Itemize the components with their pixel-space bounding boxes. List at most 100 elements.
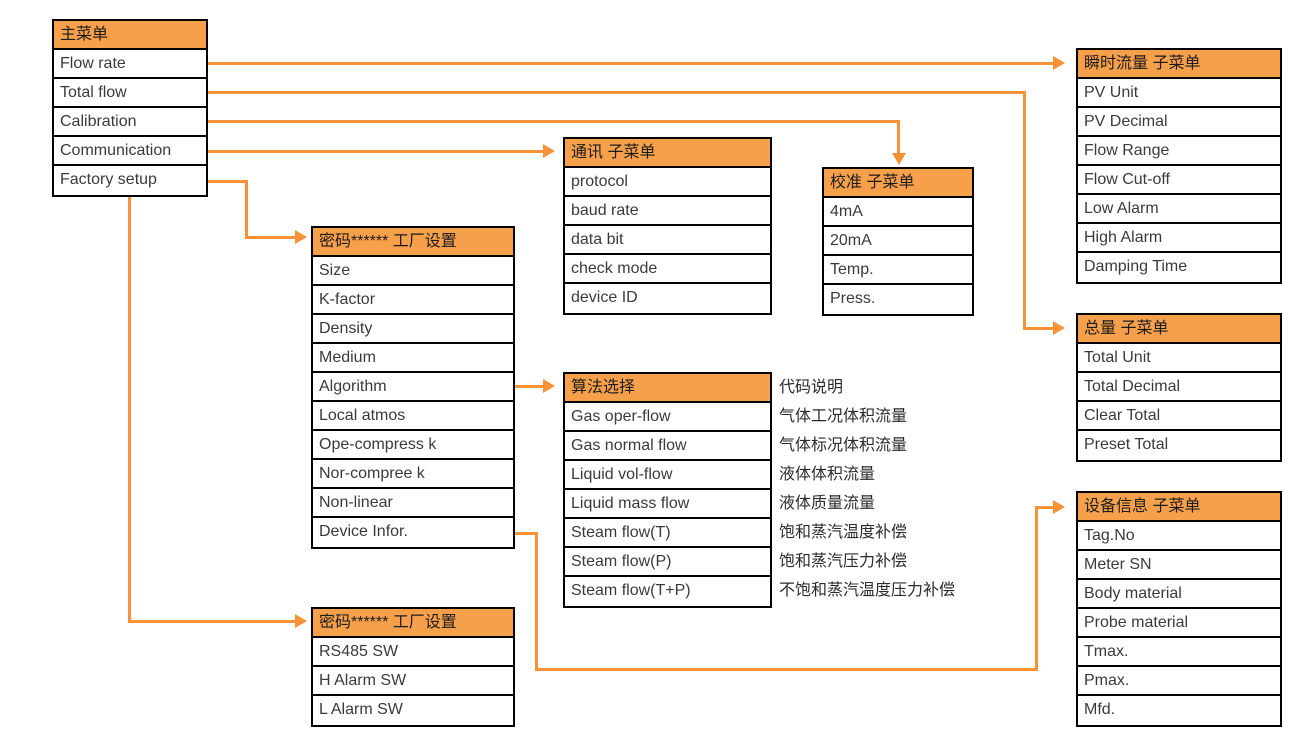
connector-total-flow-seg2	[1023, 91, 1026, 330]
connector-device-info-seg1	[513, 532, 538, 535]
calibration-item-temp[interactable]: Temp.	[824, 256, 972, 285]
total-flow-item-clear-total[interactable]: Clear Total	[1078, 402, 1280, 431]
algorithm-item-liquid-mass-flow[interactable]: Liquid mass flow	[565, 490, 770, 519]
factory-setup-item-size[interactable]: Size	[313, 257, 513, 286]
device-info-item-tmax[interactable]: Tmax.	[1078, 638, 1280, 667]
algorithm-item-gas-normal-flow[interactable]: Gas normal flow	[565, 432, 770, 461]
device-info-item-mfd[interactable]: Mfd.	[1078, 696, 1280, 725]
arrow-total-flow	[1053, 321, 1065, 335]
factory-setup-main-box: 密码****** 工厂设置 Size K-factor Density Medi…	[311, 226, 515, 549]
algorithm-item-steam-flow-t[interactable]: Steam flow(T)	[565, 519, 770, 548]
factory-setup-item-device-infor[interactable]: Device Infor.	[313, 518, 513, 547]
main-menu-item-calibration[interactable]: Calibration	[54, 108, 206, 137]
device-info-item-tag-no[interactable]: Tag.No	[1078, 522, 1280, 551]
calibration-submenu-header: 校准 子菜单	[824, 169, 972, 198]
connector-factory-setup-seg1	[208, 180, 248, 183]
total-flow-item-total-unit[interactable]: Total Unit	[1078, 344, 1280, 373]
algorithm-select-header: 算法选择	[565, 374, 770, 403]
algorithm-note-steam-flow-tp: 不饱和蒸汽温度压力补偿	[779, 582, 956, 599]
connector-factory-setup-seg2	[245, 180, 248, 239]
connector-device-info-seg3	[535, 668, 1038, 671]
flow-rate-item-low-alarm[interactable]: Low Alarm	[1078, 195, 1280, 224]
calibration-submenu-box: 校准 子菜单 4mA 20mA Temp. Press.	[822, 167, 974, 316]
device-info-item-meter-sn[interactable]: Meter SN	[1078, 551, 1280, 580]
flow-rate-item-flow-range[interactable]: Flow Range	[1078, 137, 1280, 166]
communication-submenu-box: 通讯 子菜单 protocol baud rate data bit check…	[563, 137, 772, 315]
factory-setup-switches-box: 密码****** 工厂设置 RS485 SW H Alarm SW L Alar…	[311, 607, 515, 727]
flow-rate-item-high-alarm[interactable]: High Alarm	[1078, 224, 1280, 253]
algorithm-note-liquid-vol-flow: 液体体积流量	[779, 466, 876, 483]
communication-item-protocol[interactable]: protocol	[565, 168, 770, 197]
arrow-algorithm	[543, 379, 555, 393]
connector-flow-rate	[208, 62, 1053, 65]
connector-device-info-seg4	[1035, 506, 1038, 671]
device-info-item-body-material[interactable]: Body material	[1078, 580, 1280, 609]
arrow-factory-switches	[295, 614, 307, 628]
algorithm-item-steam-flow-p[interactable]: Steam flow(P)	[565, 548, 770, 577]
communication-item-device-id[interactable]: device ID	[565, 284, 770, 313]
factory-setup-item-l-alarm-sw[interactable]: L Alarm SW	[313, 696, 513, 725]
factory-setup-item-nor-compree-k[interactable]: Nor-compree k	[313, 460, 513, 489]
arrow-flow-rate	[1053, 56, 1065, 70]
device-info-submenu-box: 设备信息 子菜单 Tag.No Meter SN Body material P…	[1076, 491, 1282, 727]
communication-submenu-header: 通讯 子菜单	[565, 139, 770, 168]
factory-setup-item-medium[interactable]: Medium	[313, 344, 513, 373]
calibration-item-20ma[interactable]: 20mA	[824, 227, 972, 256]
arrow-calibration	[892, 153, 906, 165]
flow-rate-submenu-box: 瞬时流量 子菜单 PV Unit PV Decimal Flow Range F…	[1076, 48, 1282, 284]
connector-factory-switches-seg1	[128, 196, 131, 623]
factory-setup-item-non-linear[interactable]: Non-linear	[313, 489, 513, 518]
connector-factory-setup-seg3	[245, 236, 295, 239]
communication-item-baud-rate[interactable]: baud rate	[565, 197, 770, 226]
connector-device-info-seg2	[535, 532, 538, 671]
connector-calibration-seg1	[208, 120, 900, 123]
main-menu-item-total-flow[interactable]: Total flow	[54, 79, 206, 108]
flow-rate-item-pv-decimal[interactable]: PV Decimal	[1078, 108, 1280, 137]
calibration-item-4ma[interactable]: 4mA	[824, 198, 972, 227]
algorithm-note-gas-normal-flow: 气体标况体积流量	[779, 437, 908, 454]
total-flow-submenu-header: 总量 子菜单	[1078, 315, 1280, 344]
main-menu-header: 主菜单	[54, 21, 206, 50]
communication-item-data-bit[interactable]: data bit	[565, 226, 770, 255]
arrow-device-info	[1053, 500, 1065, 514]
arrow-factory-setup	[295, 230, 307, 244]
connector-total-flow-seg1	[208, 91, 1026, 94]
flow-rate-item-pv-unit[interactable]: PV Unit	[1078, 79, 1280, 108]
device-info-submenu-header: 设备信息 子菜单	[1078, 493, 1280, 522]
connector-total-flow-seg3	[1023, 327, 1053, 330]
algorithm-note-steam-flow-t: 饱和蒸汽温度补偿	[779, 524, 908, 541]
arrow-communication	[543, 144, 555, 158]
algorithm-item-liquid-vol-flow[interactable]: Liquid vol-flow	[565, 461, 770, 490]
algorithm-item-gas-oper-flow[interactable]: Gas oper-flow	[565, 403, 770, 432]
connector-communication	[208, 150, 543, 153]
factory-setup-item-h-alarm-sw[interactable]: H Alarm SW	[313, 667, 513, 696]
factory-setup-item-ope-compress-k[interactable]: Ope-compress k	[313, 431, 513, 460]
main-menu-box: 主菜单 Flow rate Total flow Calibration Com…	[52, 19, 208, 197]
algorithm-item-steam-flow-tp[interactable]: Steam flow(T+P)	[565, 577, 770, 606]
algorithm-notes-heading: 代码说明	[779, 379, 844, 396]
algorithm-note-gas-oper-flow: 气体工况体积流量	[779, 408, 908, 425]
factory-setup-item-algorithm[interactable]: Algorithm	[313, 373, 513, 402]
communication-item-check-mode[interactable]: check mode	[565, 255, 770, 284]
flow-rate-item-flow-cut-off[interactable]: Flow Cut-off	[1078, 166, 1280, 195]
flow-rate-item-damping-time[interactable]: Damping Time	[1078, 253, 1280, 282]
factory-setup-item-k-factor[interactable]: K-factor	[313, 286, 513, 315]
flow-rate-submenu-header: 瞬时流量 子菜单	[1078, 50, 1280, 79]
calibration-item-press[interactable]: Press.	[824, 285, 972, 314]
total-flow-submenu-box: 总量 子菜单 Total Unit Total Decimal Clear To…	[1076, 313, 1282, 462]
factory-setup-item-local-atmos[interactable]: Local atmos	[313, 402, 513, 431]
connector-algorithm	[513, 385, 543, 388]
factory-setup-switches-header: 密码****** 工厂设置	[313, 609, 513, 638]
main-menu-item-flow-rate[interactable]: Flow rate	[54, 50, 206, 79]
factory-setup-item-rs485-sw[interactable]: RS485 SW	[313, 638, 513, 667]
total-flow-item-total-decimal[interactable]: Total Decimal	[1078, 373, 1280, 402]
device-info-item-pmax[interactable]: Pmax.	[1078, 667, 1280, 696]
main-menu-item-communication[interactable]: Communication	[54, 137, 206, 166]
connector-calibration-seg2	[897, 120, 900, 156]
factory-setup-item-density[interactable]: Density	[313, 315, 513, 344]
total-flow-item-preset-total[interactable]: Preset Total	[1078, 431, 1280, 460]
main-menu-item-factory-setup[interactable]: Factory setup	[54, 166, 206, 195]
device-info-item-probe-material[interactable]: Probe material	[1078, 609, 1280, 638]
algorithm-select-box: 算法选择 Gas oper-flow Gas normal flow Liqui…	[563, 372, 772, 608]
